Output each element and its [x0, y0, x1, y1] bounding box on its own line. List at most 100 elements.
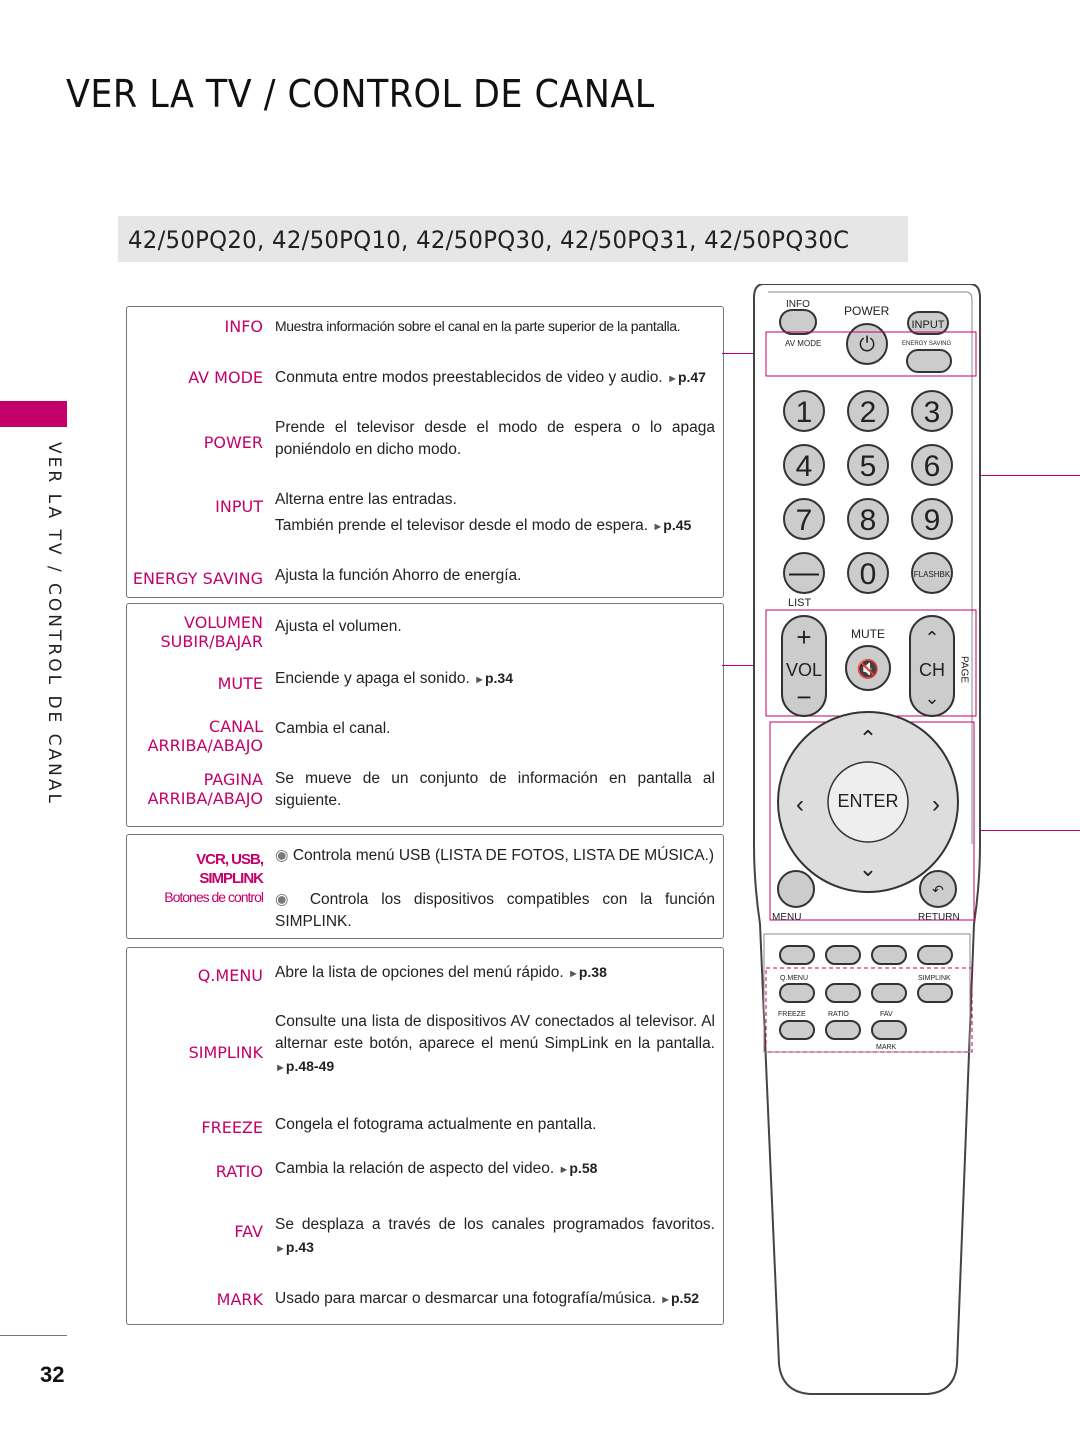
enter-button[interactable]: [827, 761, 909, 843]
enter-label: ENTER: [837, 791, 898, 811]
menu-button[interactable]: [777, 870, 815, 908]
label-qmenu: Q.MENU: [197, 966, 263, 985]
menu-label: MENU: [772, 912, 801, 923]
section-tab-marker: [0, 401, 67, 427]
button-5[interactable]: [847, 444, 889, 486]
menu-functions-box: Q.MENU Abre la lista de opciones del men…: [126, 947, 724, 1325]
input-button[interactable]: [907, 311, 949, 335]
button-4[interactable]: [783, 444, 825, 486]
desc-power: Prende el televisor desde el modo de esp…: [275, 419, 715, 458]
av-mode-label: AV MODE: [785, 339, 821, 348]
info-button[interactable]: [779, 309, 817, 335]
return-label: RETURN: [918, 912, 960, 923]
fast-forward-button[interactable]: [871, 983, 907, 1003]
label-input: INPUT: [215, 497, 263, 516]
vcr-button-1[interactable]: [779, 945, 815, 965]
ratio-button[interactable]: [825, 1020, 861, 1040]
play-button[interactable]: [871, 945, 907, 965]
simplink-button[interactable]: [917, 983, 953, 1003]
label-mark: MARK: [216, 1290, 263, 1309]
connector-line: [978, 475, 1080, 476]
freeze-button[interactable]: [779, 1020, 815, 1040]
nav-left-icon: ‹: [796, 791, 804, 818]
svg-text:1: 1: [796, 396, 813, 429]
desc-mark: Usado para marcar o desmarcar una fotogr…: [275, 1290, 700, 1307]
button-3[interactable]: [911, 390, 953, 432]
button-2[interactable]: [847, 390, 889, 432]
nav-up-icon: ⌃: [859, 726, 877, 751]
bullet-usb: ◉ Controla menú USB (LISTA DE FOTOS, LIS…: [275, 847, 715, 864]
volume-rocker[interactable]: [781, 615, 827, 717]
highlight-bottom: [765, 967, 973, 1053]
info-label: INFO: [786, 299, 810, 310]
svg-text:5: 5: [860, 450, 877, 483]
fav-button[interactable]: [871, 1020, 907, 1040]
desc-channel: Cambia el canal.: [275, 720, 391, 737]
button-6[interactable]: [911, 444, 953, 486]
return-button[interactable]: [919, 870, 957, 908]
button-1[interactable]: [783, 390, 825, 432]
desc-energy-saving: Ajusta la función Ahorro de energía.: [275, 567, 522, 584]
desc-mute: Enciende y apaga el sonido. ►p.34: [275, 670, 513, 687]
desc-ratio: Cambia la relación de aspecto del video.…: [275, 1160, 598, 1177]
power-input-box: INFO Muestra información sobre el canal …: [126, 306, 724, 598]
label-ratio: RATIO: [215, 1162, 263, 1181]
button-9[interactable]: [911, 498, 953, 540]
model-list: 42/50PQ20, 42/50PQ10, 42/50PQ30, 42/50PQ…: [128, 226, 850, 254]
label-channel: CANAL ARRIBA/ABAJO: [147, 717, 263, 755]
mute-button[interactable]: [845, 645, 891, 691]
desc-info: Muestra información sobre el canal en la…: [275, 318, 681, 334]
label-energy-saving: ENERGY SAVING: [132, 569, 263, 588]
button-8[interactable]: [847, 498, 889, 540]
label-fav: FAV: [234, 1222, 263, 1241]
button-0[interactable]: [847, 552, 889, 594]
mute-label: MUTE: [851, 627, 885, 641]
dash-button[interactable]: [783, 552, 825, 594]
model-bar: [118, 216, 908, 262]
power-button[interactable]: [846, 323, 888, 365]
freeze-label: FREEZE: [778, 1011, 806, 1018]
pause-button[interactable]: [917, 945, 953, 965]
qmenu-label: Q.MENU: [780, 975, 808, 982]
svg-text:6: 6: [924, 450, 941, 483]
svg-text:3: 3: [924, 396, 941, 429]
energy-saving-button[interactable]: [906, 349, 952, 373]
nav-down-icon: ⌄: [859, 856, 877, 881]
channel-rocker[interactable]: [909, 615, 955, 717]
connector-line: [722, 353, 766, 354]
desc-qmenu: Abre la lista de opciones del menú rápid…: [275, 964, 607, 981]
label-simplink-fn: SIMPLINK: [188, 1043, 263, 1062]
svg-text:9: 9: [924, 504, 941, 537]
power-icon: ⏻: [859, 334, 875, 356]
label-freeze: FREEZE: [201, 1118, 263, 1137]
desc-freeze: Congela el fotograma actualmente en pant…: [275, 1116, 597, 1133]
stop-button[interactable]: [825, 945, 861, 965]
desc-volume: Ajusta el volumen.: [275, 618, 402, 635]
volume-channel-box: VOLUMEN SUBIR/BAJAR Ajusta el volumen. M…: [126, 603, 724, 827]
rewind-button[interactable]: [825, 983, 861, 1003]
desc-av-mode: Conmuta entre modos preestablecidos de v…: [275, 369, 706, 386]
label-simplink: SIMPLINK: [199, 870, 264, 887]
channel-down-icon: ⌄: [924, 688, 939, 708]
svg-text:2: 2: [860, 396, 877, 429]
control-buttons-box: VCR, USB, SIMPLINK Botones de control ◉ …: [126, 834, 724, 939]
label-volume: VOLUMEN SUBIR/BAJAR: [160, 613, 264, 651]
label-av-mode: AV MODE: [188, 368, 263, 387]
svg-text:—: —: [789, 556, 819, 589]
desc-input: Alterna entre las entradas.: [275, 491, 457, 508]
flashbk-button[interactable]: [911, 552, 953, 594]
desc-fav: Se desplaza a través de los canales prog…: [275, 1216, 715, 1255]
label-page: PAGINA ARRIBA/ABAJO: [147, 770, 263, 808]
qmenu-button[interactable]: [779, 983, 815, 1003]
vol-label: VOL: [786, 660, 822, 680]
volume-down-icon: −: [796, 682, 811, 712]
volume-up-icon: +: [796, 622, 811, 652]
svg-text:0: 0: [860, 558, 877, 591]
list-label: LIST: [788, 597, 812, 609]
page-title: VER LA TV / CONTROL DE CANAL: [66, 72, 655, 116]
svg-text:7: 7: [796, 504, 813, 537]
button-7[interactable]: [783, 498, 825, 540]
svg-text:FLASHBK: FLASHBK: [914, 570, 951, 579]
connector-line: [970, 830, 1080, 831]
bullet-simplink: ◉ Controla los dispositivos compatibles …: [275, 891, 715, 930]
